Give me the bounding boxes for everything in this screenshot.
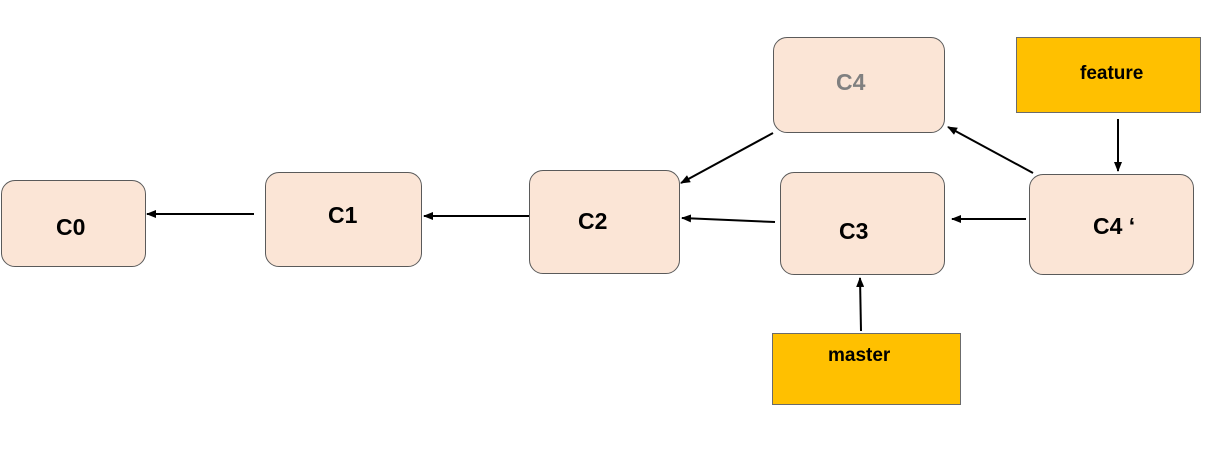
commit-label-c0: C0	[56, 214, 86, 240]
commit-label-c2: C2	[578, 208, 608, 234]
commit-node-c4-rebased: C4 ‘	[1029, 174, 1194, 275]
edge-c3-to-c2	[681, 214, 776, 223]
branch-name-master: master	[828, 345, 891, 366]
commit-label-c4-original: C4	[836, 69, 866, 95]
branch-name-feature: feature	[1080, 63, 1144, 84]
edge-c4-rebased-to-c4-original	[947, 126, 1034, 174]
commit-label-c3: C3	[839, 218, 869, 244]
branch-label-master: master	[772, 333, 961, 405]
commit-node-c0: C0	[1, 180, 146, 267]
commit-label-c4-rebased: C4 ‘	[1093, 213, 1136, 239]
edge-master-to-c3	[856, 277, 865, 332]
commit-label-c1: C1	[328, 202, 358, 228]
commit-node-c2: C2	[529, 170, 680, 274]
commit-node-c4-original: C4	[773, 37, 945, 133]
edge-c4-to-c2	[680, 132, 774, 184]
commit-node-c3: C3	[780, 172, 945, 275]
branch-label-feature: feature	[1016, 37, 1201, 113]
commit-node-c1: C1	[265, 172, 422, 267]
